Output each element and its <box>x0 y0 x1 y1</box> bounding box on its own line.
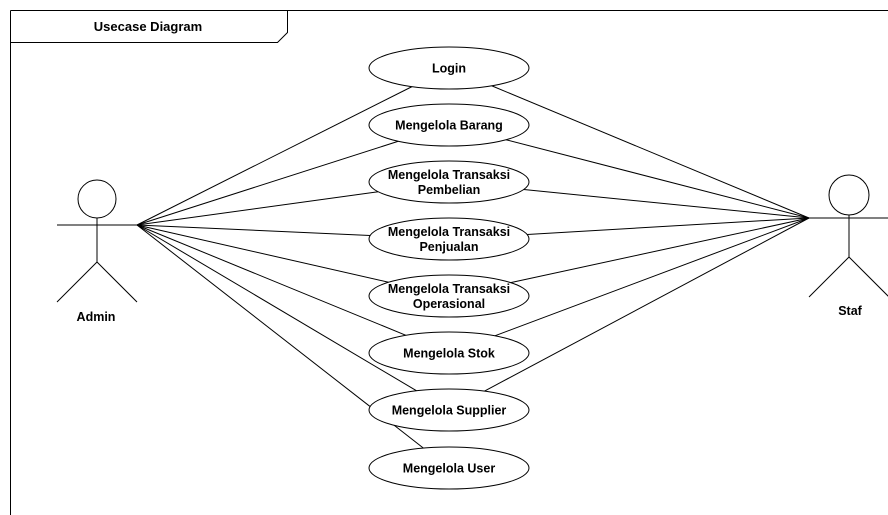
actor-head <box>828 174 870 216</box>
actor-staf[interactable]: Staf <box>808 174 888 318</box>
association-admin-mengelola-barang <box>136 140 399 226</box>
use-case-ellipse <box>368 274 530 318</box>
actor-right-leg <box>96 261 138 303</box>
use-case-label: Mengelola Transaksi <box>388 282 510 296</box>
association-staf-mengelola-barang <box>505 139 810 219</box>
use-case-mengelola-user[interactable]: Mengelola User <box>368 446 530 490</box>
actor-left-leg <box>56 261 98 303</box>
association-staf-mengelola-stok <box>494 217 810 337</box>
use-case-mengelola-barang[interactable]: Mengelola Barang <box>368 103 530 147</box>
diagram-frame: Usecase Diagram <box>10 10 888 515</box>
use-case-ellipse <box>368 331 530 375</box>
association-admin-mengelola-transaksi-operasional <box>136 224 389 283</box>
use-case-ellipse <box>368 46 530 90</box>
frame-title: Usecase Diagram <box>94 19 202 34</box>
use-case-ellipse <box>368 160 530 204</box>
use-case-ellipse <box>368 388 530 432</box>
use-case-label: Mengelola Transaksi <box>388 225 510 239</box>
use-case-label: Mengelola Barang <box>395 119 503 133</box>
association-staf-mengelola-transaksi-pembelian <box>523 188 810 219</box>
use-case-label: Penjualan <box>419 240 478 254</box>
association-admin-mengelola-transaksi-penjualan <box>136 224 371 236</box>
use-case-mengelola-supplier[interactable]: Mengelola Supplier <box>368 388 530 432</box>
use-case-label: Mengelola User <box>403 462 496 476</box>
association-admin-mengelola-transaksi-pembelian <box>136 191 379 226</box>
actor-label: Admin <box>77 310 116 324</box>
use-case-mengelola-stok[interactable]: Mengelola Stok <box>368 331 530 375</box>
association-staf-mengelola-transaksi-penjualan <box>527 217 810 235</box>
use-case-label: Login <box>432 62 466 76</box>
actor-label: Staf <box>838 304 862 318</box>
use-case-label: Mengelola Stok <box>403 347 495 361</box>
use-case-ellipse <box>368 103 530 147</box>
actor-admin[interactable]: Admin <box>56 179 138 324</box>
association-admin-login <box>136 86 413 226</box>
actors: Admin Staf <box>56 174 888 324</box>
association-staf-mengelola-transaksi-operasional <box>510 217 810 284</box>
use-case-label: Operasional <box>413 297 485 311</box>
association-staf-mengelola-supplier <box>484 217 810 392</box>
actor-head <box>77 179 117 219</box>
association-admin-mengelola-stok <box>136 224 407 336</box>
actor-left-leg <box>808 256 850 298</box>
use-case-label: Pembelian <box>418 183 481 197</box>
use-case-ellipse <box>368 217 530 261</box>
use-case-label: Mengelola Supplier <box>392 404 507 418</box>
use-case-label: Mengelola Transaksi <box>388 168 510 182</box>
association-admin-mengelola-supplier <box>136 224 417 392</box>
actor-right-leg <box>848 256 888 297</box>
use-case-ellipse <box>368 446 530 490</box>
use-case-login[interactable]: Login <box>368 46 530 90</box>
association-staf-login <box>491 85 810 219</box>
